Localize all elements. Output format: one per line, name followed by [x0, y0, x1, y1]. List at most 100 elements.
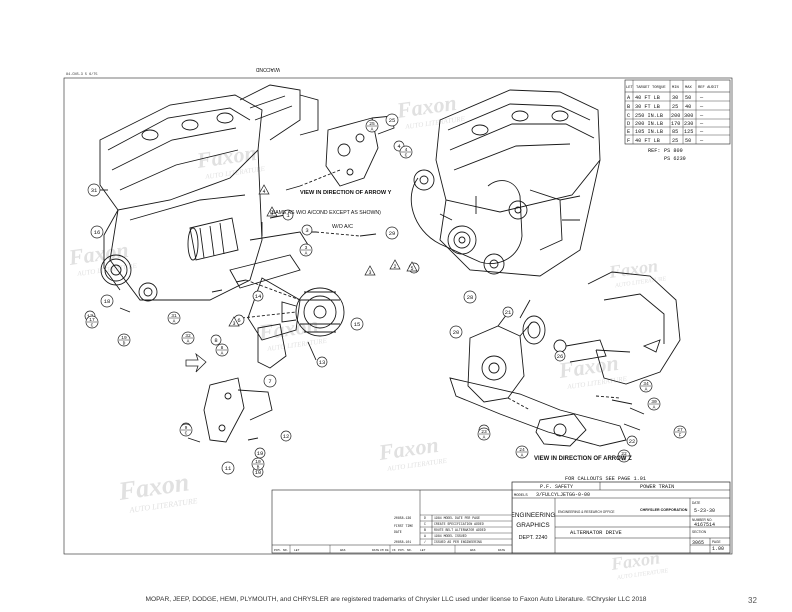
office-label: ENGINEERING & RESEARCH OFFICE — [558, 510, 615, 514]
bottom-label: PCM. NO. — [274, 549, 289, 552]
table-cell: E — [627, 129, 630, 135]
svg-text:10: 10 — [255, 459, 261, 465]
ref-label: REF: — [648, 148, 660, 154]
callout-fraction: 24A — [515, 445, 529, 459]
svg-text:3: 3 — [305, 227, 308, 234]
svg-text:4: 4 — [397, 143, 401, 150]
callout-circle: 29 — [385, 226, 399, 240]
callout-fraction: 23A — [477, 427, 491, 441]
callout-fraction: 34A — [639, 379, 653, 393]
power-train: POWER TRAIN — [640, 484, 674, 490]
revision-letter: C — [424, 522, 426, 526]
callout-circle: 28 — [463, 290, 477, 304]
corner-code: 84-CNS-3 5 6/75 — [66, 72, 98, 77]
bottom-label: WAS — [340, 549, 346, 552]
table-cell: — — [699, 121, 704, 127]
pf-safety: P.F. SAFETY — [540, 484, 573, 490]
table-cell: 125 — [684, 129, 693, 135]
svg-text:16: 16 — [94, 229, 101, 236]
callout-circle: 31 — [87, 183, 101, 197]
svg-text:A: A — [371, 127, 374, 133]
table-cell: F — [627, 138, 630, 144]
svg-text:19: 19 — [257, 450, 264, 457]
svg-text:11: 11 — [225, 465, 232, 472]
torque-table: LET TARGET TORQUE MIN MAX REF AUDIT A 40… — [624, 79, 731, 162]
bottom-label: LET — [294, 549, 300, 552]
svg-text:28: 28 — [467, 294, 474, 301]
svg-text:6: 6 — [237, 317, 240, 324]
table-cell: 25 — [672, 104, 678, 110]
callout-fraction: 19D — [117, 333, 131, 347]
ref-value: PS 6239 — [664, 156, 686, 162]
callout-circle: 15 — [350, 317, 364, 331]
svg-text:25: 25 — [369, 121, 375, 127]
svg-text:23: 23 — [481, 429, 487, 435]
wo-ac-label: W/O A/C — [332, 224, 353, 230]
svg-text:18: 18 — [104, 298, 111, 305]
view-z-label: VIEW IN DIRECTION OF ARROW Z — [534, 456, 632, 462]
svg-text:1: 1 — [286, 212, 290, 219]
annotation-text: VIEW IN DIRECTION OF ARROW Y (SAME AS W/… — [255, 66, 632, 462]
table-cell: A — [627, 95, 631, 101]
svg-text:9: 9 — [185, 425, 188, 431]
table-cell: — — [699, 104, 704, 110]
callout-circle: 13 — [316, 356, 328, 368]
revision-text: ROUTE BELT ALTERNATOR ADDED — [434, 528, 486, 532]
svg-text:A: A — [173, 319, 176, 325]
ref-value: PS 809 — [664, 148, 683, 154]
svg-text:A: A — [305, 251, 308, 257]
table-cell: — — [699, 138, 704, 144]
revision-letter: B — [424, 528, 426, 532]
table-cell: B — [627, 104, 630, 110]
drawing-title: ALTERNATOR DRIVE — [570, 530, 622, 536]
svg-text:22: 22 — [629, 438, 636, 445]
table-header: TARGET TORQUE — [636, 86, 666, 90]
callout-circle: 20 — [449, 325, 463, 339]
table-cell: D — [627, 121, 630, 127]
watermark: Faxon AUTO LITERATURE — [116, 467, 198, 515]
callout-circle: 16 — [90, 225, 104, 239]
bottom-label: PCM. NO. — [398, 549, 413, 552]
svg-text:C: C — [185, 431, 188, 437]
svg-text:29: 29 — [389, 230, 396, 237]
svg-text:17: 17 — [89, 317, 95, 323]
table-cell: 230 — [684, 121, 693, 127]
callout-circle: 18 — [100, 294, 114, 308]
bottom-label: WAS — [470, 549, 476, 552]
table-cell: 30 — [672, 95, 678, 101]
revision-text: ISSUED AS PER ENGINEERING — [434, 540, 482, 544]
revision-text: 1984 MODEL DATE PER PAGE — [434, 516, 480, 520]
callout-circle: 21 — [502, 306, 514, 318]
callout-circle: 3 — [301, 224, 313, 236]
svg-text:A: A — [187, 339, 190, 345]
revision-ref: 20858-136 — [394, 516, 411, 520]
svg-text:21: 21 — [505, 309, 512, 316]
callout-fraction: 4C — [399, 145, 413, 159]
callout-circle: 14 — [252, 290, 264, 302]
watermark: Faxon AUTO LITERATURE — [194, 140, 266, 181]
table-cell: 300 — [684, 113, 693, 119]
svg-text:3: 3 — [368, 270, 371, 276]
svg-text:26: 26 — [557, 353, 564, 360]
svg-text:32: 32 — [185, 333, 191, 339]
svg-text:2: 2 — [393, 264, 396, 270]
svg-text:4: 4 — [270, 211, 273, 217]
callout-triangle: 5 — [406, 261, 418, 272]
callouts-note: FOR CALLOUTS SEE PAGE 1.01 — [565, 476, 646, 482]
table-cell: — — [699, 113, 704, 119]
svg-text:24: 24 — [519, 447, 525, 453]
table-cell: — — [699, 95, 704, 101]
bottom-label: LET — [420, 549, 426, 552]
table-header: LET — [626, 86, 634, 90]
revision-letter: D — [424, 516, 426, 520]
callout-circle: 8 — [210, 334, 222, 346]
models-value: 3/FULCYLJETGG-0-00 — [536, 492, 590, 498]
table-header: MIN — [672, 86, 679, 90]
view-z-illustration — [449, 271, 681, 447]
revision-text: CREATE SPECIFICATION ADDED — [434, 522, 484, 526]
models-label: MODELS — [514, 494, 528, 498]
table-cell: — — [699, 129, 704, 135]
svg-text:D: D — [123, 341, 126, 347]
brand-logo-text: CHRYSLER CORPORATION — [640, 508, 688, 512]
